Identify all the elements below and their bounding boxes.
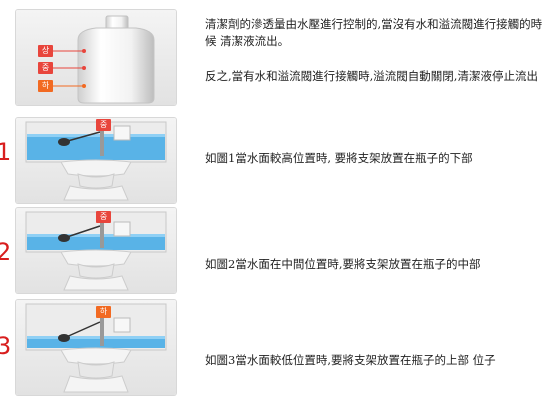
tank-figure-3: 하 [16, 300, 176, 395]
figure-tag-2: 중 [96, 211, 111, 223]
bottle-level-image: 상 중 하 [16, 10, 176, 105]
tank-figure-1: 중 [16, 118, 176, 203]
figure-tag-3: 하 [96, 306, 111, 318]
figure-tag-1: 중 [96, 119, 111, 131]
intro-paragraph: 清潔劑的滲透量由水壓進行控制的,當沒有水和溢流閥進行接觸的時候 清潔液流出。 [205, 17, 543, 48]
level-tag-top: 상 [38, 45, 53, 57]
figure-number-1: 1 [0, 138, 12, 166]
figure-1-caption: 如圖1當水面較高位置時, 要將支架放置在瓶子的下部 [205, 151, 473, 165]
figure-3-caption: 如圖3當水面較低位置時,要將支架放置在瓶子的上部 位子 [205, 353, 496, 367]
figure-number-3: 3 [0, 332, 12, 360]
tank-figure-2: 중 [16, 208, 176, 293]
figure-number-2: 2 [0, 238, 12, 266]
bottle-illustration [52, 15, 155, 104]
figure-2-caption: 如圖2當水面在中間位置時,要將支架放置在瓶子的中部 [205, 257, 481, 271]
level-tag-middle: 중 [38, 62, 53, 74]
level-tag-bottom: 하 [38, 80, 53, 92]
contrast-paragraph: 反之,當有水和溢流閥進行接觸時,溢流閥自動關閉,清潔液停止流出 [205, 69, 538, 83]
tank-illustration-3 [25, 303, 167, 393]
